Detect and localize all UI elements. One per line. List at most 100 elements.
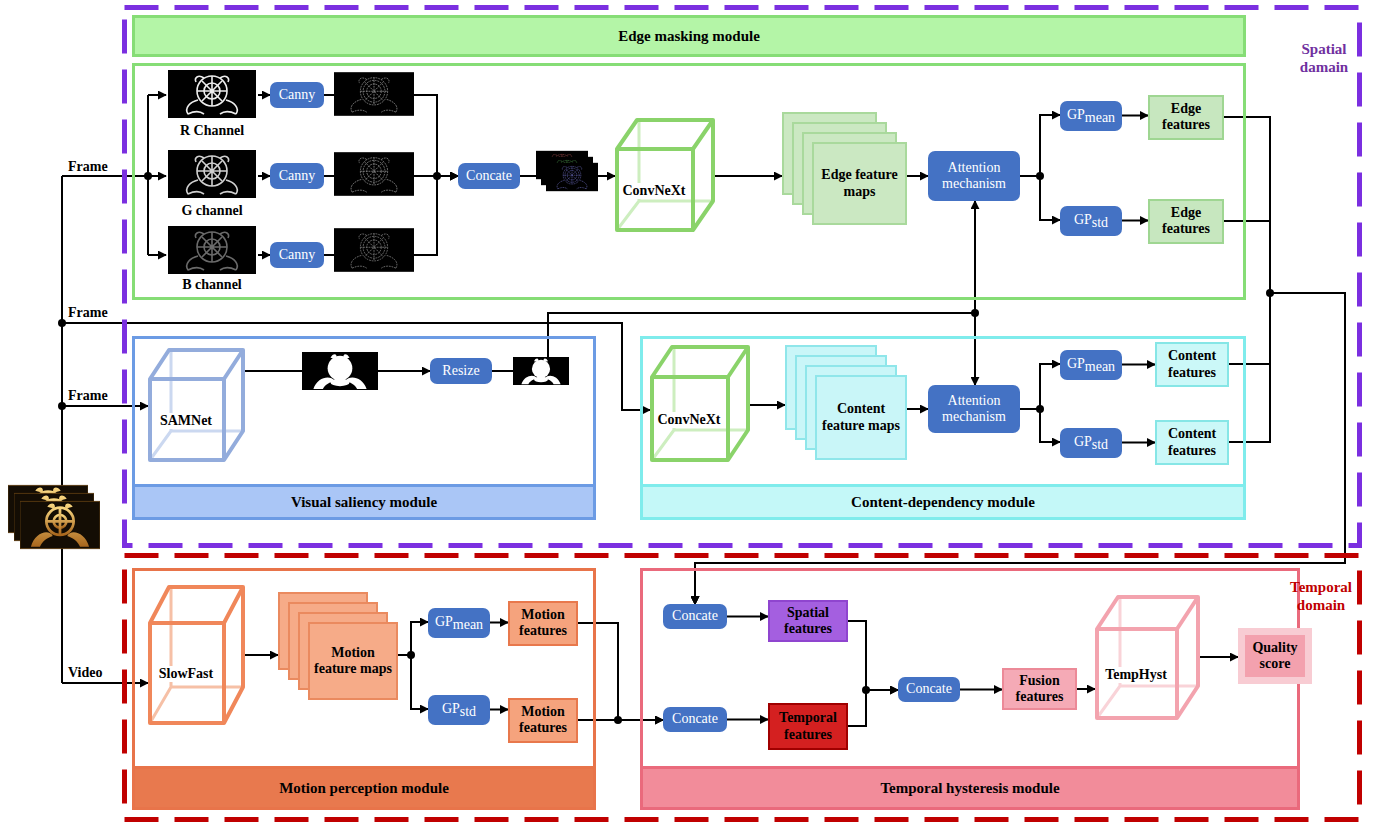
dashed-border — [125, 556, 1360, 820]
text-holder: Canny — [279, 87, 316, 103]
operation-box: Canny — [270, 82, 324, 108]
junction-dot — [1266, 289, 1274, 297]
pooling-box: GPstd — [428, 695, 490, 725]
input-lines — [62, 95, 650, 683]
domain-title-holder: Temporal domain — [1288, 578, 1354, 614]
block-text-holder: SAMNet — [154, 385, 218, 456]
caption-holder: R Channel — [160, 120, 264, 140]
module-title-band: Visual saliency module — [135, 484, 593, 517]
network-block: ConvNeXt — [650, 345, 750, 462]
connector-arrow — [245, 654, 278, 656]
feature-box: Spatial features — [768, 600, 848, 642]
channel-image-node: G channel — [166, 148, 258, 220]
input-label: Video — [68, 665, 102, 680]
subscript-label: std — [1092, 215, 1108, 230]
connector-arrow — [578, 623, 663, 720]
g-channel-image — [168, 150, 256, 198]
text-holder: Motion features — [514, 607, 572, 639]
module-title: Content-dependency module — [851, 494, 1035, 511]
feature-box: Edge features — [1148, 95, 1224, 140]
box-label: GP — [1074, 434, 1092, 449]
block-text-holder: ConvNeXt — [621, 155, 687, 226]
connector-arrow — [398, 622, 428, 655]
block-text-holder: SlowFast — [154, 629, 218, 719]
caption-holder: G channel — [160, 200, 264, 220]
box-label: Temporal features — [774, 710, 842, 742]
text-holder: Quality score — [1249, 640, 1301, 672]
box-label: Spatial features — [774, 605, 842, 637]
text-holder: GPmean — [1067, 354, 1115, 375]
box-label: Motion features — [514, 607, 572, 639]
hidden-edge — [652, 347, 748, 460]
connector-arrow — [907, 408, 928, 410]
box-label: Concate — [466, 168, 512, 184]
subscript-label: std — [460, 704, 476, 719]
module-title: Edge masking module — [618, 28, 760, 45]
connector-arrow — [715, 175, 782, 177]
feature-box: Content features — [1155, 420, 1229, 465]
box-label: Edge features — [1154, 205, 1218, 237]
input-video-frames — [8, 485, 100, 548]
operation-box: Attention mechanism — [928, 385, 1020, 433]
box-label: GP — [1067, 356, 1085, 371]
text-holder: Motion features — [514, 704, 572, 736]
connector-arrow — [907, 175, 928, 177]
box-label: Quality score — [1249, 640, 1301, 672]
module-title-band: Edge masking module — [132, 15, 1246, 57]
box-label: Edge features — [1154, 101, 1218, 133]
block-edge — [150, 587, 243, 723]
connector-arrow — [750, 404, 785, 406]
input-label: Frame — [68, 159, 108, 174]
hidden-edge — [617, 120, 713, 230]
module-panel: Visual saliency module SAMNet Resize — [132, 336, 596, 520]
connector-arrow — [1077, 688, 1095, 690]
block-edge — [652, 347, 748, 460]
feature-map-label: Edge feature maps — [818, 167, 901, 199]
operation-box: Canny — [270, 242, 324, 268]
subscript-label: std — [1092, 437, 1108, 452]
connector-arrow — [1200, 656, 1238, 658]
feature-box: Fusion features — [1002, 668, 1077, 710]
block-edge — [617, 120, 713, 230]
module-title-band: Temporal hysteresis module — [643, 766, 1297, 807]
module-title: Temporal hysteresis module — [880, 780, 1059, 797]
output-box: Quality score — [1238, 628, 1312, 684]
block-label: SlowFast — [158, 666, 214, 682]
connector-arrow — [1020, 364, 1060, 409]
module-panel: Content-dependency moduleConvNeXtContent… — [640, 336, 1246, 520]
feature-box: Edge features — [1148, 199, 1224, 244]
subscript-label: mean — [1085, 110, 1115, 125]
operation-box: Resize — [430, 358, 492, 384]
input-label: Frame — [68, 388, 108, 403]
box-label: Content features — [1161, 348, 1223, 380]
text-holder: Spatial features — [774, 605, 842, 637]
feature-map-stack: Content feature maps — [785, 345, 907, 460]
connector-arrow — [1122, 220, 1148, 222]
pooling-box: GPmean — [428, 608, 490, 638]
block-label: SAMNet — [159, 413, 213, 429]
feature-map-front: Motion feature maps — [308, 622, 398, 700]
box-label: Attention mechanism — [932, 393, 1016, 425]
junction-dot — [433, 172, 441, 180]
label-holder: Video — [68, 662, 102, 682]
connector-arrow — [727, 719, 768, 721]
box-label: Concate — [672, 608, 718, 624]
channel-image-node: B channel — [166, 224, 258, 294]
module-panel: Edge masking moduleR ChannelG channelB c… — [132, 15, 1246, 300]
input-label: Frame — [68, 305, 108, 320]
connector-arrow — [1020, 409, 1060, 442]
text-holder: Resize — [442, 363, 479, 379]
connector-arrow — [1122, 115, 1148, 117]
text-holder: Canny — [279, 247, 316, 263]
module-panel: Motion perception moduleSlowFastMotion f… — [132, 568, 596, 810]
domain-region: Temporal domainMotion perception module S… — [122, 553, 1362, 822]
block-edge — [1097, 597, 1198, 718]
image-caption: R Channel — [180, 123, 244, 138]
feature-map-front: Edge feature maps — [812, 142, 907, 225]
module-title: Motion perception module — [279, 780, 449, 797]
feature-map-label: Motion feature maps — [314, 645, 392, 677]
r-channel-image — [168, 70, 256, 118]
junction-dot — [144, 172, 152, 180]
connector-arrow — [398, 655, 428, 709]
